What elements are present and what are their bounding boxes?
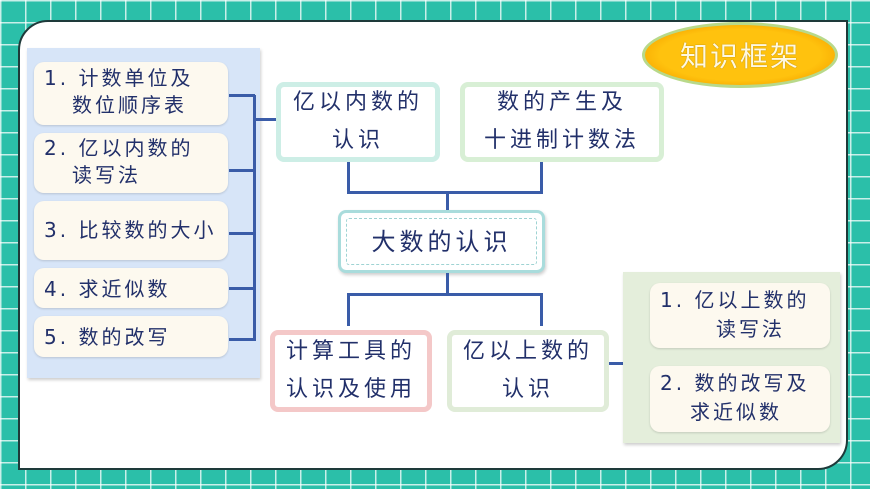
connector-line xyxy=(253,95,256,341)
item-text: 读写法 xyxy=(72,163,141,187)
box-text: 数的产生及 xyxy=(496,90,627,115)
right-item-1: 1. 亿以上数的读写法 xyxy=(650,283,830,348)
topic-box-origin: 数的产生及十进制计数法 xyxy=(460,82,664,162)
box-text: 认识 xyxy=(331,128,384,153)
left-item-1: 1. 计数单位及数位顺序表 xyxy=(34,62,228,125)
section-title: 知识框架 xyxy=(642,22,838,88)
connector-line xyxy=(255,118,279,121)
connector-line xyxy=(229,232,255,235)
box-text: 认识及使用 xyxy=(285,377,416,402)
connector-line xyxy=(540,162,543,193)
connector-line xyxy=(446,273,449,295)
connector-line xyxy=(347,191,543,194)
connector-line xyxy=(446,191,449,211)
item-text: 1. 亿以上数的 xyxy=(660,288,810,312)
topic-box-within-yi: 亿以内数的认识 xyxy=(276,82,440,162)
item-text: 4. 求近似数 xyxy=(44,277,171,301)
item-text: 2. 亿以内数的 xyxy=(44,136,194,160)
connector-line xyxy=(347,293,350,326)
connector-line xyxy=(229,338,255,341)
item-text: 2. 数的改写及 xyxy=(660,371,810,395)
item-text: 数位顺序表 xyxy=(72,93,187,117)
box-text: 十进制计数法 xyxy=(483,128,640,153)
left-item-3: 3. 比较数的大小 xyxy=(34,201,228,260)
box-text: 计算工具的 xyxy=(285,339,416,364)
item-text: 读写法 xyxy=(716,317,785,341)
item-text: 1. 计数单位及 xyxy=(44,66,194,90)
topic-box-tools: 计算工具的认识及使用 xyxy=(270,330,432,412)
connector-line xyxy=(347,162,350,193)
connector-line xyxy=(229,94,255,97)
item-text: 3. 比较数的大小 xyxy=(44,218,217,242)
connector-line xyxy=(229,169,255,172)
center-topic: 大数的认识 xyxy=(338,210,545,273)
box-text: 亿以内数的 xyxy=(292,90,423,115)
right-item-2: 2. 数的改写及求近似数 xyxy=(650,366,830,432)
left-item-5: 5. 数的改写 xyxy=(34,316,228,357)
topic-box-above-yi: 亿以上数的认识 xyxy=(447,330,609,412)
connector-line xyxy=(229,287,255,290)
connector-line xyxy=(347,293,543,296)
connector-line xyxy=(540,293,543,326)
item-text: 求近似数 xyxy=(690,400,782,424)
left-item-4: 4. 求近似数 xyxy=(34,268,228,308)
left-item-2: 2. 亿以内数的读写法 xyxy=(34,133,228,193)
box-text: 认识 xyxy=(501,377,554,402)
center-text: 大数的认识 xyxy=(371,227,512,256)
item-text: 5. 数的改写 xyxy=(44,325,171,349)
box-text: 亿以上数的 xyxy=(462,339,593,364)
